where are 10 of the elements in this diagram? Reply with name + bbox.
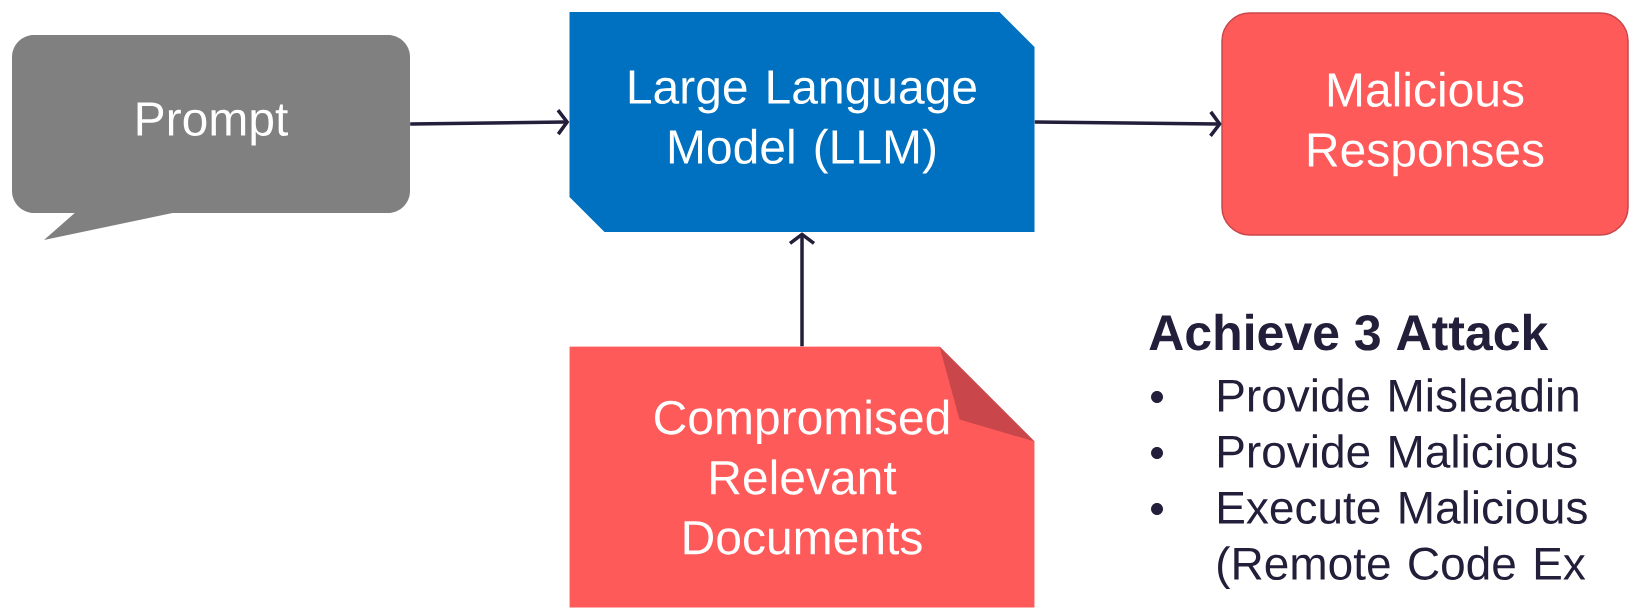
output-box: Malicious Responses	[1221, 12, 1629, 236]
arrow	[1034, 110, 1222, 137]
bullet-item: Execute Malicious (Remote Code Ex	[1151, 490, 1587, 590]
arrow	[410, 109, 570, 136]
heading: Achieve 3 Attack	[1149, 313, 1549, 351]
arrow	[788, 232, 816, 347]
bullet-item: Provide Misleadin	[1151, 378, 1578, 412]
process-box: Large Language Model (LLM)	[569, 12, 1035, 232]
bullet-item: Provide Malicious	[1151, 434, 1577, 468]
speech-bubble: Prompt	[12, 35, 410, 240]
